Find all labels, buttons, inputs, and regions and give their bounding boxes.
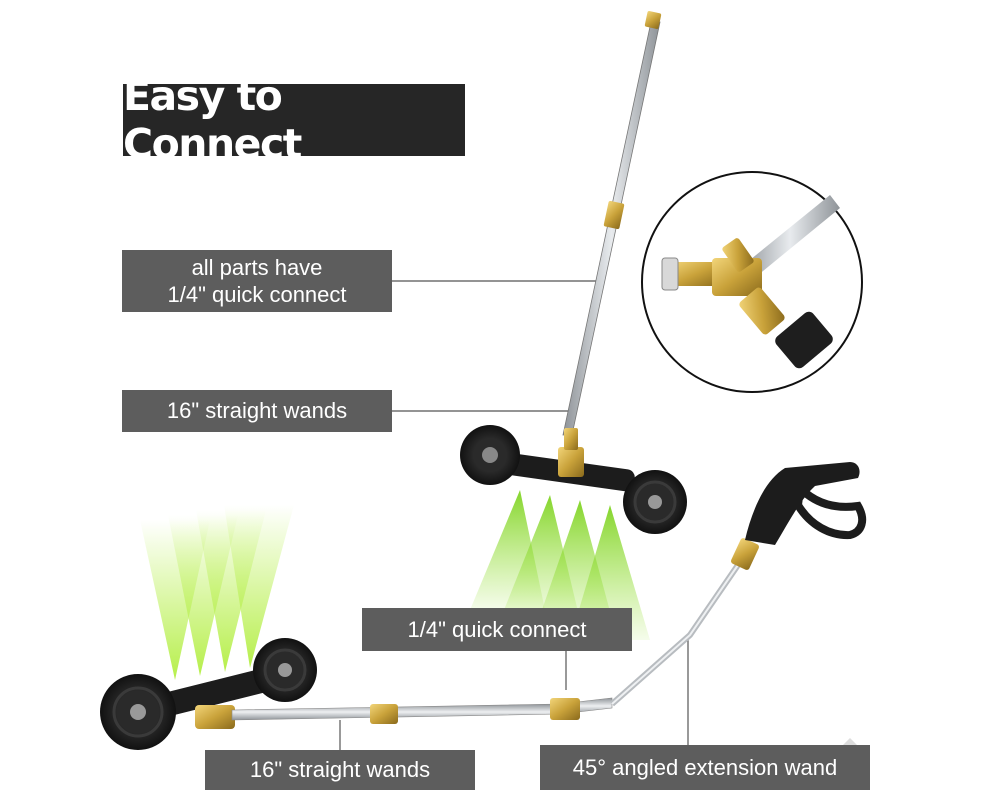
connector-detail-inset <box>641 171 863 393</box>
page-title: Easy to Connect <box>123 72 465 168</box>
spray-gun-icon <box>745 462 867 545</box>
label-straight-wands-bottom: 16" straight wands <box>205 750 475 790</box>
label-quick-connect-all-line2: 1/4" quick connect <box>167 282 347 307</box>
wheel-icon <box>253 638 317 702</box>
wheel-icon <box>100 674 176 750</box>
top-surface-cleaner <box>460 425 687 640</box>
label-straight-wands-top: 16" straight wands <box>122 390 392 432</box>
leader-lines <box>339 280 689 750</box>
bottom-wand-assembly <box>231 538 759 724</box>
wheel-icon <box>460 425 520 485</box>
label-angled-extension-wand: 45° angled extension wand <box>540 745 870 790</box>
spray-icon <box>140 505 294 680</box>
label-quick-connect-all-line1: all parts have <box>191 254 323 280</box>
wheel-icon <box>623 470 687 534</box>
label-quick-connect-all: all parts have 1/4" quick connect <box>122 250 392 312</box>
label-quick-connect: 1/4" quick connect <box>362 608 632 651</box>
bottom-surface-cleaner <box>100 505 317 750</box>
spray-icon <box>470 490 650 640</box>
top-straight-wand <box>562 11 662 436</box>
